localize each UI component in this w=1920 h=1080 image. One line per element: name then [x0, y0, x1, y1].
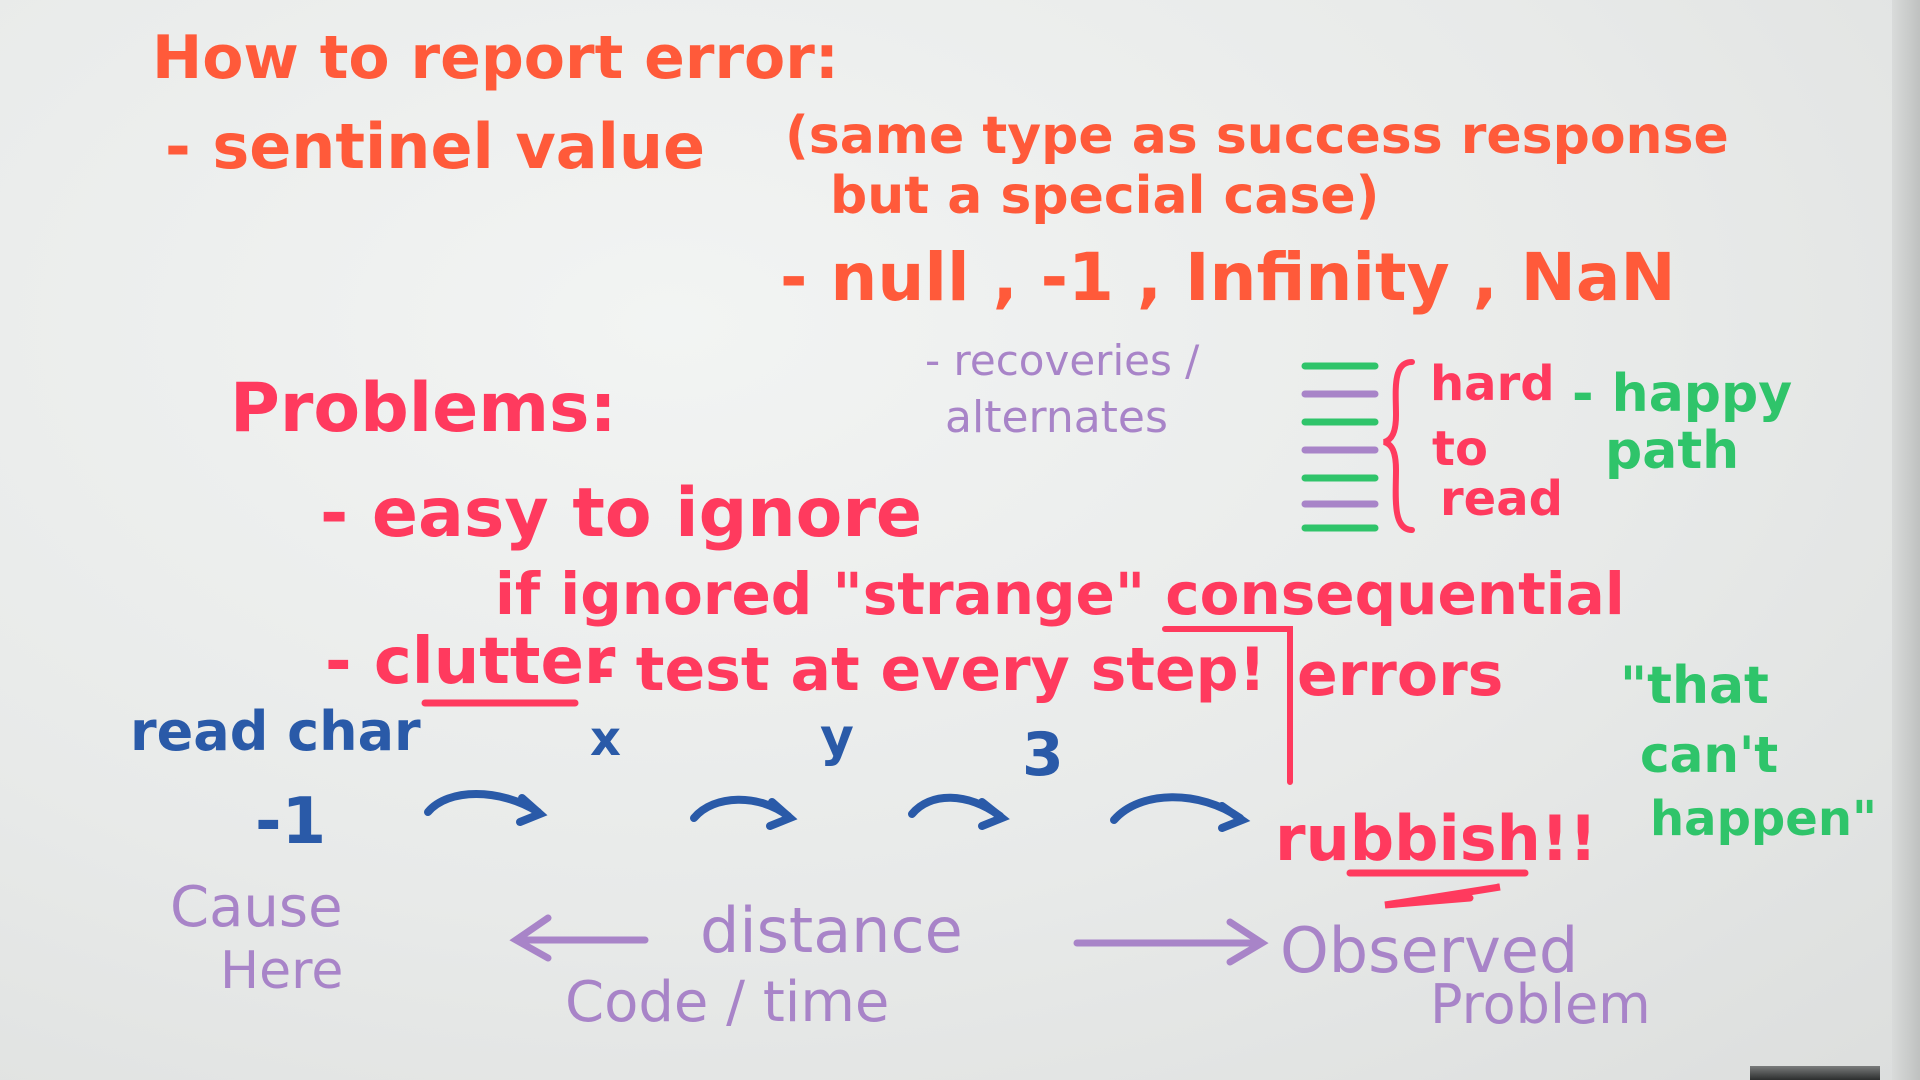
hard-to-read-1: hard [1430, 356, 1555, 412]
problem-test-note: - test at every step! [590, 635, 1266, 705]
brace [1382, 359, 1415, 533]
observed-line2: Problem [1430, 973, 1651, 1036]
distance-arrows [509, 914, 1269, 966]
sequence-three: 3 [1022, 720, 1064, 790]
cant-happen-line2: can't [1640, 726, 1779, 784]
strange-bracket [1162, 626, 1293, 785]
rubbish: rubbish!! [1275, 802, 1598, 875]
cant-happen-line3: happen" [1650, 791, 1878, 847]
green-lines [1301, 362, 1379, 532]
sequence-x: x [590, 711, 621, 767]
problem-errors: errors [1297, 640, 1504, 710]
purple-lines [1301, 390, 1379, 508]
happy-path-line1: - happy [1572, 364, 1793, 424]
sentinel-note-line1: (same type as success response [785, 106, 1729, 166]
hard-to-read-3: read [1440, 471, 1563, 527]
sentinel-note-line2: but a special case) [830, 166, 1380, 226]
cause-line2: Here [220, 941, 344, 1001]
happy-path-line2: path [1605, 421, 1740, 481]
whiteboard-frame [1750, 1066, 1880, 1080]
distance-line1: distance [700, 894, 963, 967]
whiteboard-edge [1892, 0, 1920, 1080]
sequence-arrows [424, 790, 1251, 832]
read-char: read char [130, 700, 421, 763]
problem-ignored-note: if ignored "strange" consequential [495, 560, 1625, 628]
recoveries-line2: alternates [945, 392, 1168, 443]
sentinel-label: - sentinel value [165, 110, 706, 183]
distance-line2: Code / time [565, 970, 890, 1035]
problems-title: Problems: [230, 369, 617, 448]
problem-clutter: - clutter [325, 625, 616, 699]
observed-line1: Observed [1280, 914, 1579, 987]
heading: How to report error: [152, 23, 839, 93]
problem-easy-to-ignore: - easy to ignore [320, 474, 923, 553]
sequence-y: y [820, 708, 854, 768]
rubbish-underline [1346, 869, 1529, 909]
cause-line1: Cause [170, 875, 343, 940]
sequence-minus-one: -1 [255, 785, 327, 859]
sentinel-examples: - null , -1 , Infinity , NaN [780, 239, 1676, 316]
hard-to-read-2: to [1432, 421, 1488, 477]
cant-happen-line1: "that [1620, 656, 1769, 716]
recoveries-line1: - recoveries / [925, 336, 1200, 385]
